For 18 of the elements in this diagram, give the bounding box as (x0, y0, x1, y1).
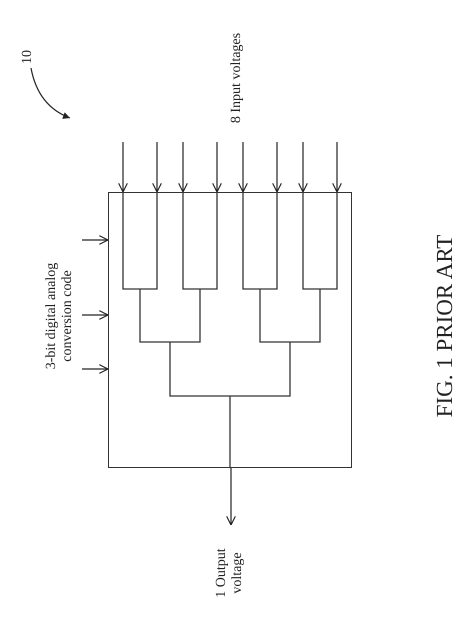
arrow (212, 142, 222, 193)
arrow (238, 142, 248, 193)
arrow (272, 142, 282, 193)
arrow (178, 142, 188, 193)
arrow (82, 364, 109, 374)
arrow (118, 142, 128, 193)
reference-numeral: 10 (20, 46, 36, 68)
arrow (152, 142, 162, 193)
arrow (82, 310, 109, 320)
arrow (82, 234, 109, 246)
signal-label: 8 Input voltages (228, 32, 245, 126)
signal-label: 3-bit digital analog conversion code (44, 262, 76, 372)
arrow (226, 468, 236, 526)
signal-label: 1 Output voltage (214, 547, 246, 600)
figure-caption: FIG. 1 PRIOR ART (432, 234, 458, 420)
leader-line (30, 68, 70, 119)
arrow (298, 142, 308, 193)
arrow (332, 142, 342, 193)
